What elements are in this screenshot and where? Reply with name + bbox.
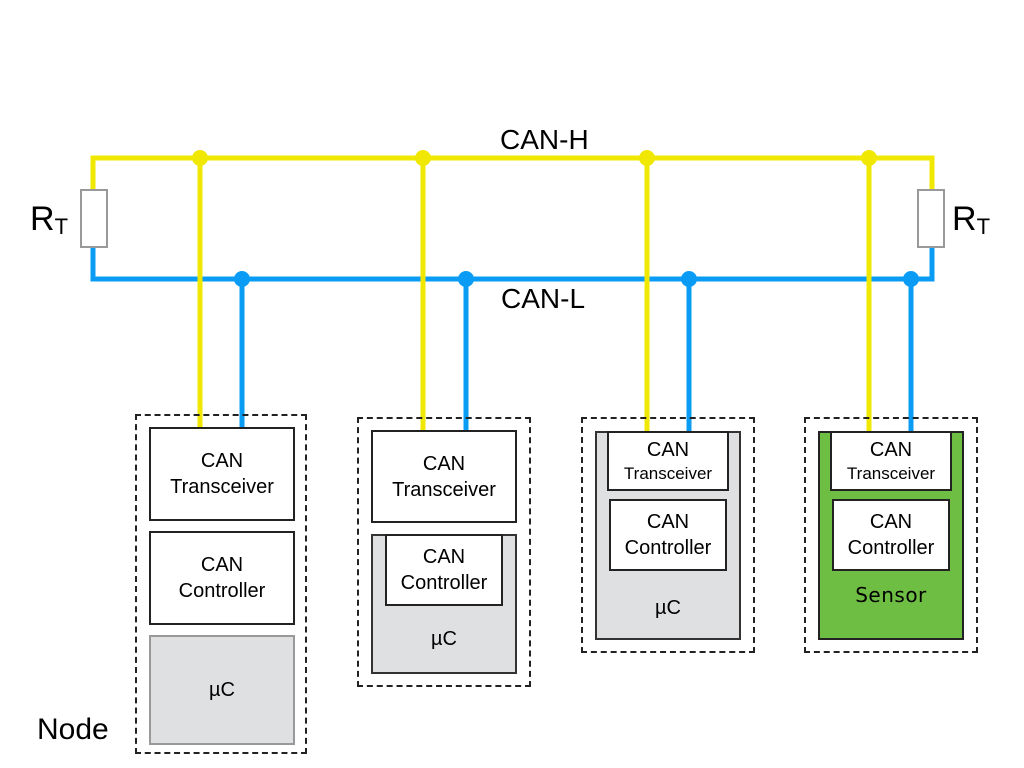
- node2-h-junction: [415, 150, 431, 166]
- controller-line-1: CAN: [422, 546, 466, 568]
- node1-l-junction: [234, 271, 250, 287]
- terminator-label-right: RT: [952, 202, 990, 238]
- sensor: CAN Transceiver CAN Controller Sensor: [818, 431, 964, 640]
- terminator-label-left: RT: [30, 202, 68, 238]
- transceiver-line-2: Transceiver: [846, 463, 936, 483]
- can-controller: CAN Controller: [385, 534, 503, 606]
- can-h-label: CAN-H: [500, 124, 589, 155]
- transceiver-line-2: Transceiver: [170, 476, 274, 498]
- host-label: µC: [209, 679, 235, 701]
- host-label: µC: [431, 628, 457, 650]
- can-l-label: CAN-L: [501, 283, 586, 314]
- terminator-resistor-right: [917, 189, 945, 248]
- controller-line-2: Controller: [847, 537, 935, 559]
- controller-line-2: Controller: [400, 572, 488, 594]
- node3-h-junction: [639, 150, 655, 166]
- host-label: Sensor: [855, 583, 927, 607]
- transceiver-line-1: CAN: [422, 452, 466, 475]
- node-3: CAN Transceiver CAN Controller µC: [581, 417, 755, 653]
- host-label: µC: [655, 597, 681, 619]
- transceiver-line-2: Transceiver: [623, 463, 713, 483]
- can-l-line: [90, 246, 935, 282]
- can-controller: CAN Controller: [609, 499, 727, 571]
- microcontroller: CAN Controller µC: [371, 534, 517, 674]
- node-1: CAN Transceiver CAN Controller µC: [135, 414, 307, 754]
- can-transceiver: CAN Transceiver: [371, 430, 517, 523]
- can-transceiver: CAN Transceiver: [149, 427, 295, 521]
- controller-line-1: CAN: [869, 511, 913, 533]
- node1-h-junction: [192, 150, 208, 166]
- transceiver-line-1: CAN: [200, 450, 244, 472]
- can-transceiver: CAN Transceiver: [607, 431, 729, 491]
- microcontroller: CAN Transceiver CAN Controller µC: [595, 431, 741, 640]
- transceiver-line-1: CAN: [646, 438, 690, 461]
- terminator-resistor-left: [80, 189, 108, 248]
- terminator-label-subscript: T: [976, 214, 991, 239]
- can-h-line: [90, 155, 935, 192]
- transceiver-line-1: CAN: [869, 438, 913, 461]
- node4-h-junction: [861, 150, 877, 166]
- node-label: Node: [37, 713, 109, 746]
- node-2: CAN Transceiver CAN Controller µC: [357, 417, 531, 687]
- can-controller: CAN Controller: [832, 499, 950, 571]
- controller-line-1: CAN: [646, 511, 690, 533]
- node3-l-junction: [681, 271, 697, 287]
- node2-l-junction: [458, 271, 474, 287]
- can-transceiver: CAN Transceiver: [830, 431, 952, 491]
- node4-l-junction: [903, 271, 919, 287]
- controller-line-2: Controller: [624, 537, 712, 559]
- node-4: CAN Transceiver CAN Controller Sensor: [804, 417, 978, 653]
- terminator-label-text: R: [952, 200, 977, 238]
- can-controller: CAN Controller: [149, 531, 295, 625]
- microcontroller: µC: [149, 635, 295, 745]
- terminator-label-text: R: [30, 200, 55, 238]
- controller-line-1: CAN: [200, 554, 244, 576]
- transceiver-line-2: Transceiver: [392, 478, 496, 501]
- controller-line-2: Controller: [178, 580, 266, 602]
- terminator-label-subscript: T: [54, 214, 69, 239]
